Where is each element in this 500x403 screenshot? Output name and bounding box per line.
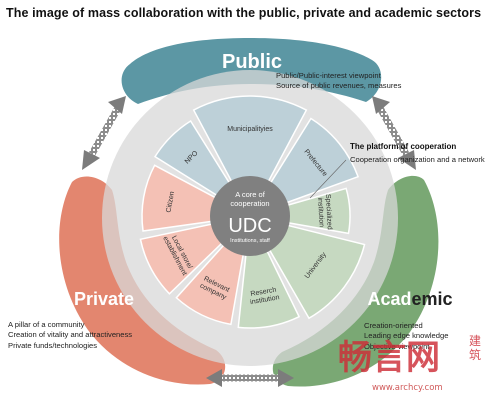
- watermark-url: www.archcy.com: [372, 383, 443, 393]
- core-sub: Institutions, staff: [230, 238, 270, 244]
- private-note: Private funds/technologies: [8, 340, 98, 350]
- academic-notes: Creation-oriented Leading edge knowledge…: [364, 321, 448, 352]
- private-academic-arrow: [206, 369, 294, 387]
- public-sector-label: Public: [222, 51, 282, 73]
- udc-core: [210, 176, 290, 256]
- platform-callout-line: [309, 159, 347, 199]
- private-note: A pillar of a community: [8, 320, 85, 329]
- academic-note: Objective viewpoint: [364, 341, 430, 351]
- watermark-brand: 畅言网: [338, 338, 440, 378]
- private-notes: A pillar of a community Creation of vita…: [8, 320, 132, 351]
- academic-sector-label: Academic: [367, 289, 452, 309]
- petal-label: Specializedinstitution: [316, 194, 333, 231]
- private-band: [59, 176, 226, 385]
- academic-note: Leading edge knowledge: [364, 331, 449, 341]
- public-notes: Public/Public-interest viewpoint Source …: [276, 71, 401, 92]
- core-name: UDC: [228, 215, 271, 237]
- private-note: Creation of vitality and attractiveness: [8, 330, 133, 340]
- public-note: Source of public revenues, measures: [276, 81, 402, 91]
- diagram-title: The image of mass collaboration with the…: [6, 6, 482, 20]
- core-caption-line2: cooperation: [230, 199, 269, 208]
- public-academic-arrow: [372, 96, 416, 170]
- academic-note: Creation-oriented: [364, 321, 423, 330]
- petal-label: Citizen: [165, 191, 176, 213]
- petal-label: Municipalityies: [227, 126, 273, 133]
- private-sector-label: Private: [74, 289, 134, 309]
- public-note: Public/Public-interest viewpoint: [276, 71, 381, 80]
- core-caption-line1: A core of: [235, 190, 266, 199]
- platform-title: The platform of cooperation: [350, 142, 457, 151]
- platform-description: Cooperation organization and a network: [350, 155, 485, 164]
- watermark-side: 建筑: [469, 334, 482, 362]
- public-private-arrow: [82, 96, 126, 170]
